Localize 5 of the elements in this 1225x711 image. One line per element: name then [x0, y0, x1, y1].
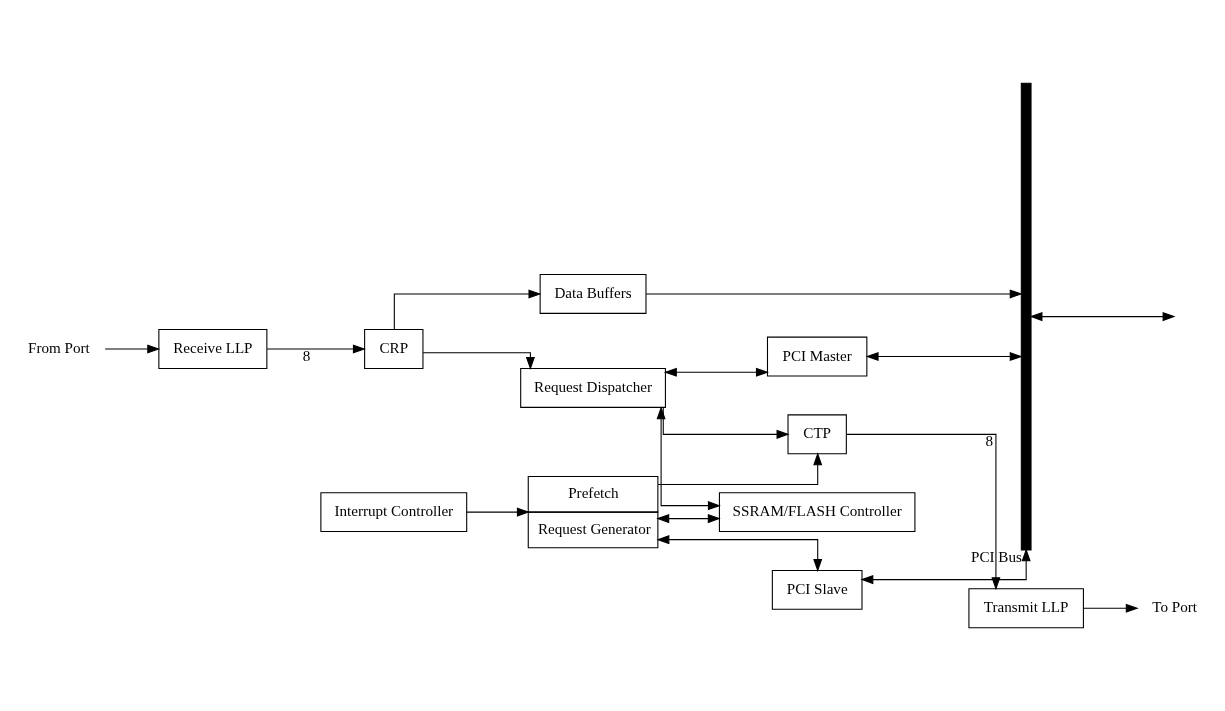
node-text: To Port — [1152, 599, 1198, 616]
edge-label: 8 — [985, 433, 994, 450]
node-text: From Port — [28, 340, 90, 357]
edge-label: 8 — [302, 348, 311, 365]
node-label: PCI Bus — [971, 549, 1022, 566]
